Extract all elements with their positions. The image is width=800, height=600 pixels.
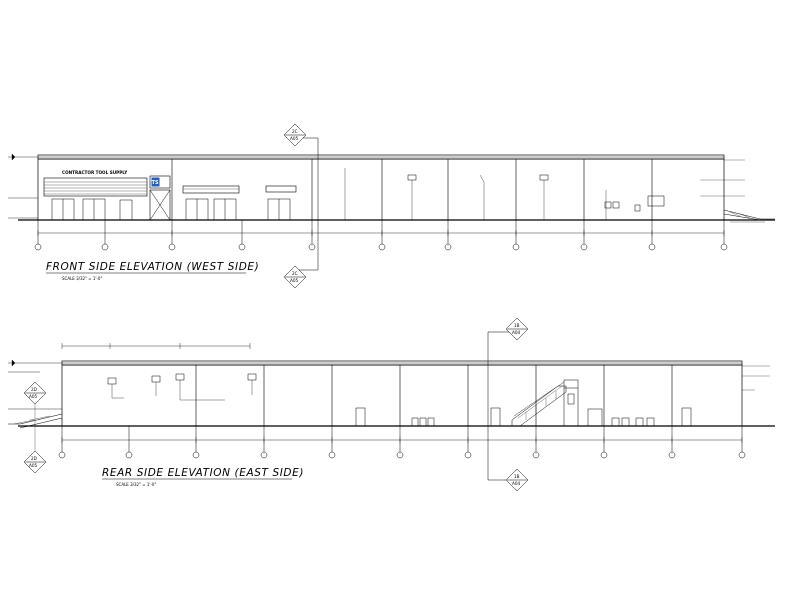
braced-tower xyxy=(149,189,171,221)
front-section-tag-top-1: 2C xyxy=(292,129,298,134)
front-section-tag-bottom-2: A05 xyxy=(290,278,299,283)
front-section-cut xyxy=(283,123,319,289)
storefront-canopy xyxy=(43,177,148,197)
rear-section-tag-top-1: 1B xyxy=(514,323,520,328)
store-sign-text: CONTRACTOR TOOL SUPPLY xyxy=(62,170,128,175)
rear-grid-bubbles xyxy=(58,426,746,459)
front-wall xyxy=(37,158,725,221)
front-section-tag-bottom-1: A05 xyxy=(290,136,299,141)
front-wall-fixtures xyxy=(407,174,665,212)
rear-level-markers xyxy=(8,359,62,410)
rear-right-notes xyxy=(742,365,770,391)
front-dimension-line xyxy=(37,230,725,236)
rear-section-tag-bottom-1: A04 xyxy=(512,330,521,335)
rear-wall-fixtures xyxy=(107,373,257,385)
rear-top-dimension xyxy=(61,343,251,349)
rear-elevation xyxy=(8,317,775,492)
rear-section-tag-top-3: 2D xyxy=(31,387,37,392)
front-ramp xyxy=(723,209,775,221)
front-section-tag-top-2: 2C xyxy=(292,271,298,276)
rear-section-tag-bottom-3: A05 xyxy=(29,394,38,399)
logo-text: TS xyxy=(152,180,159,186)
rear-equipment xyxy=(411,417,655,427)
front-bay-lines xyxy=(171,159,653,220)
front-level-markers xyxy=(8,153,38,219)
rear-section-tag-bottom-4: A05 xyxy=(29,463,38,468)
rear-dimension-line xyxy=(61,437,743,443)
rear-doors xyxy=(355,407,692,427)
rear-bay-lines xyxy=(195,365,673,426)
rear-elevation-scale: SCALE 3/32" = 1'-0" xyxy=(116,482,156,487)
front-elevation-scale: SCALE 3/32" = 1'-0" xyxy=(62,276,102,281)
front-elevation: CONTRACTOR TOOL SUPPLY TS xyxy=(8,123,775,289)
rear-wall xyxy=(61,364,743,427)
rear-ramp xyxy=(8,413,63,429)
rear-section-cut xyxy=(487,317,529,492)
rear-section-tag-bottom-2: A04 xyxy=(512,481,521,486)
rear-section-tag-top-2: 1B xyxy=(514,474,520,479)
front-leader-lines xyxy=(344,168,607,220)
rear-left-section-cut xyxy=(23,381,47,474)
front-elevation-title: FRONT SIDE ELEVATION (WEST SIDE) xyxy=(46,261,259,273)
rear-leader-lines xyxy=(111,380,253,401)
front-door-canopies xyxy=(182,185,297,194)
front-grid-bubbles xyxy=(34,220,728,251)
canopy-slats xyxy=(44,181,147,195)
front-storefront-doors xyxy=(51,198,291,221)
rear-elevation-title: REAR SIDE ELEVATION (EAST SIDE) xyxy=(102,467,304,479)
front-right-notes xyxy=(700,159,765,223)
rear-exterior-stair xyxy=(511,379,579,427)
rear-section-tag-top-4: 2D xyxy=(31,456,37,461)
